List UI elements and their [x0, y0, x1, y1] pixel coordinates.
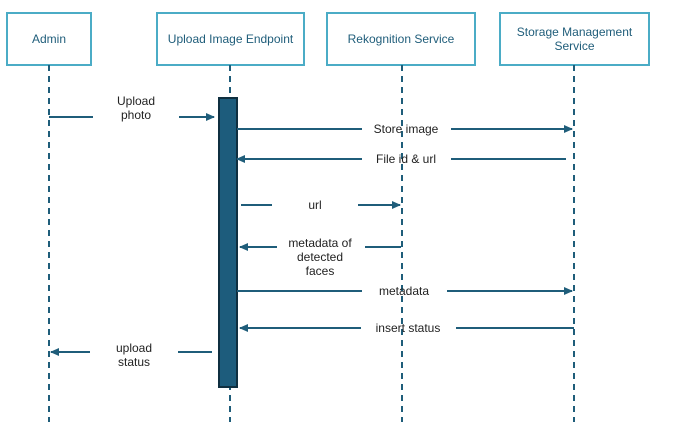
message-label-5: metadata of — [288, 236, 352, 250]
message-label-6: metadata — [379, 284, 429, 298]
message-label-4: url — [308, 198, 321, 212]
message-label-8: upload — [116, 341, 152, 355]
participant-label-admin: Admin — [32, 32, 66, 46]
message-label-2: Store image — [374, 122, 439, 136]
participant-label-storage: Service — [554, 39, 594, 53]
message-label-8: status — [118, 355, 150, 369]
participant-label-storage: Storage Management — [517, 25, 633, 39]
message-label-5: detected — [297, 250, 343, 264]
message-label-3: File id & url — [376, 152, 436, 166]
activation-bar-upload — [218, 97, 238, 388]
message-label-5: faces — [306, 264, 335, 278]
message-label-7: insert status — [376, 321, 441, 335]
participant-box-rekognition — [326, 12, 476, 66]
message-label-1: Upload — [117, 94, 155, 108]
participant-label-rekognition: Rekognition Service — [348, 32, 455, 46]
participant-box-upload — [156, 12, 305, 66]
message-label-1: photo — [121, 108, 151, 122]
participant-label-upload: Upload Image Endpoint — [168, 32, 294, 46]
participant-box-admin — [6, 12, 92, 66]
